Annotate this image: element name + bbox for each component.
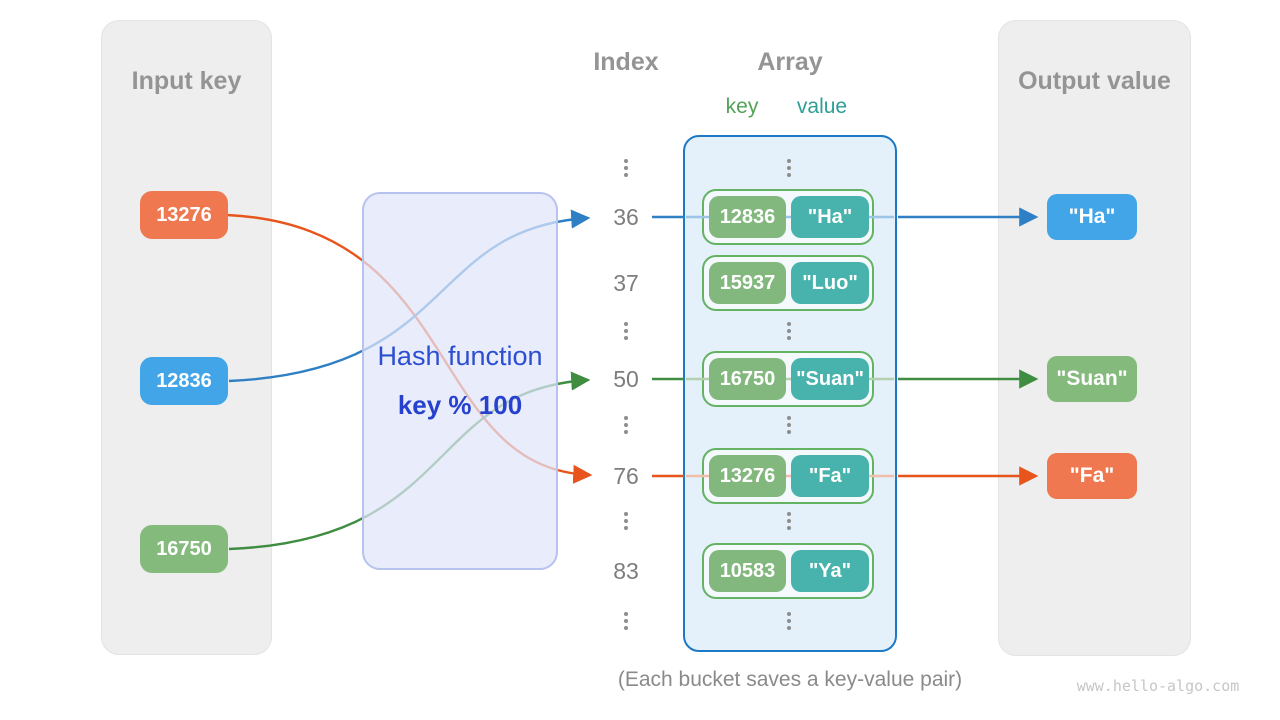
output-value-suan: "Suan" [1047, 356, 1137, 402]
array-value-label: value [796, 95, 848, 118]
array-ellipsis [787, 159, 791, 177]
bucket-37-value: "Luo" [791, 262, 869, 304]
bucket-50-value: "Suan" [791, 358, 869, 400]
hash-function-box: Hash function key % 100 [362, 192, 558, 570]
figure-caption: (Each bucket saves a key-value pair) [617, 668, 963, 691]
hash-function-formula: key % 100 [397, 390, 523, 420]
array-ellipsis [787, 612, 791, 630]
bucket-76-value: "Fa" [791, 455, 869, 497]
index-ellipsis [624, 512, 628, 530]
hash-function-label: Hash function [377, 341, 543, 371]
index-50: 50 [613, 366, 639, 392]
index-76: 76 [613, 463, 639, 489]
bucket-83-value: "Ya" [791, 550, 869, 592]
output-value-ha: "Ha" [1047, 194, 1137, 240]
index-37: 37 [613, 270, 639, 296]
index-ellipsis [624, 416, 628, 434]
index-83: 83 [613, 558, 639, 584]
input-key-title: Input key [131, 67, 242, 95]
output-value-title: Output value [1018, 67, 1171, 95]
bucket-36-key: 12836 [709, 196, 786, 238]
bucket-76-key: 13276 [709, 455, 786, 497]
output-value-panel: Output value [998, 20, 1191, 656]
array-ellipsis [787, 322, 791, 340]
input-key-12836: 12836 [140, 357, 228, 405]
array-ellipsis [787, 512, 791, 530]
array-header: Array [757, 48, 823, 76]
bucket-37-key: 15937 [709, 262, 786, 304]
array-key-label: key [725, 95, 759, 118]
input-key-16750: 16750 [140, 525, 228, 573]
index-ellipsis [624, 322, 628, 340]
index-header: Index [593, 48, 659, 76]
array-ellipsis [787, 416, 791, 434]
index-ellipsis [624, 612, 628, 630]
output-value-fa: "Fa" [1047, 453, 1137, 499]
watermark: www.hello-algo.com [1076, 677, 1240, 695]
index-ellipsis [624, 159, 628, 177]
bucket-50-key: 16750 [709, 358, 786, 400]
index-36: 36 [613, 204, 639, 230]
bucket-83-key: 10583 [709, 550, 786, 592]
bucket-36-value: "Ha" [791, 196, 869, 238]
input-key-13276: 13276 [140, 191, 228, 239]
